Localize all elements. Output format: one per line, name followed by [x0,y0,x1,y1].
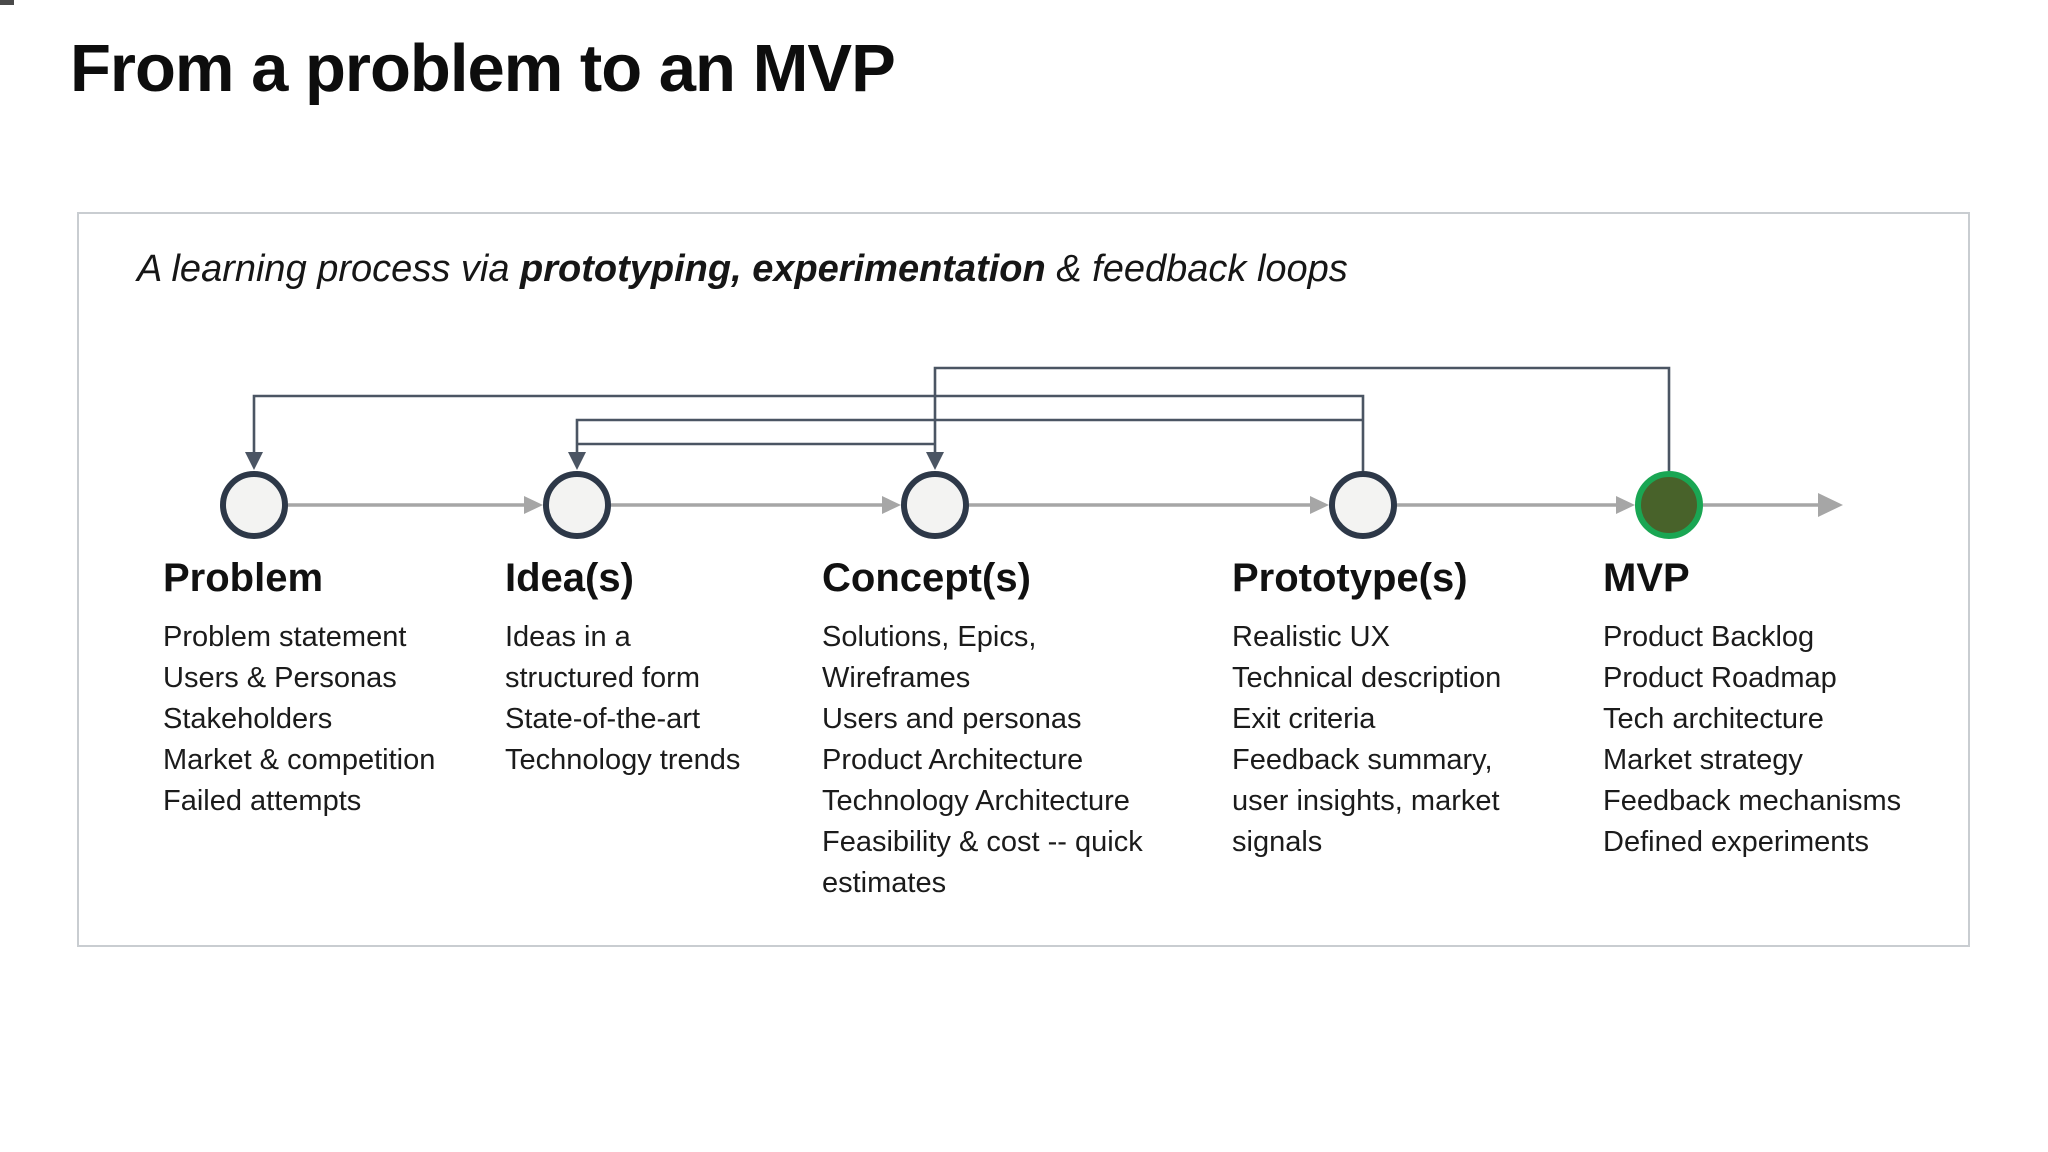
stage-item: State-of-the-art [505,703,701,735]
stage-item-list: Solutions, Epics, Wireframes Users and p… [822,617,1167,904]
stage-item: Feasibility & cost -- quick estimates [822,826,1143,899]
stage-prototype: Prototype(s) Realistic UX Technical desc… [1232,556,1542,863]
stage-label: Concept(s) [822,556,1031,600]
corner-mark [0,0,14,5]
subtitle-text: & feedback loops [1045,248,1348,290]
subtitle-bold-text: prototyping, experimentation [520,248,1046,290]
stage-item-list: Ideas in a structured form State-of-the-… [505,617,755,781]
subtitle-text: A learning process via [137,248,521,290]
stage-item: Solutions, Epics, Wireframes [822,621,1037,694]
stage-item: Feedback mechanisms [1603,785,1902,817]
stage-item: Defined experiments [1603,826,1869,858]
slide-title: From a problem to an MVP [70,31,896,106]
stage-item-list: Problem statement Users & Personas Stake… [163,617,513,822]
stage-item: Problem statement [163,621,407,653]
stage-item: Exit criteria [1232,703,1376,735]
stage-label: Prototype(s) [1232,556,1468,600]
stage-item: Market strategy [1603,744,1803,776]
stage-item: Failed attempts [163,785,362,817]
stage-item-list: Realistic UX Technical description Exit … [1232,617,1542,863]
stage-problem: Problem Problem statement Users & Person… [163,556,513,822]
stage-item: Ideas in a structured form [505,621,700,694]
stage-item: Technology trends [505,744,741,776]
stage-item: Product Architecture [822,744,1084,776]
stage-label: Problem [163,556,324,600]
stage-item: Tech architecture [1603,703,1824,735]
diagram-panel [77,212,1970,947]
stage-label: MVP [1603,556,1690,600]
stage-item: Feedback summary, user insights, market … [1232,744,1500,858]
stage-item: Market & competition [163,744,436,776]
stage-label: Idea(s) [505,556,634,600]
stage-idea: Idea(s) Ideas in a structured form State… [505,556,755,781]
panel-subtitle: A learning process via prototyping, expe… [137,248,1348,291]
stage-item: Product Roadmap [1603,662,1837,694]
stage-item: Stakeholders [163,703,333,735]
stage-item: Technology Architecture [822,785,1130,817]
stage-mvp: MVP Product Backlog Product Roadmap Tech… [1603,556,1963,863]
stage-item-list: Product Backlog Product Roadmap Tech arc… [1603,617,1963,863]
stage-item: Users & Personas [163,662,397,694]
stage-concept: Concept(s) Solutions, Epics, Wireframes … [822,556,1167,904]
stage-item: Technical description [1232,662,1502,694]
stage-item: Product Backlog [1603,621,1815,653]
stage-item: Users and personas [822,703,1082,735]
stage-item: Realistic UX [1232,621,1390,653]
